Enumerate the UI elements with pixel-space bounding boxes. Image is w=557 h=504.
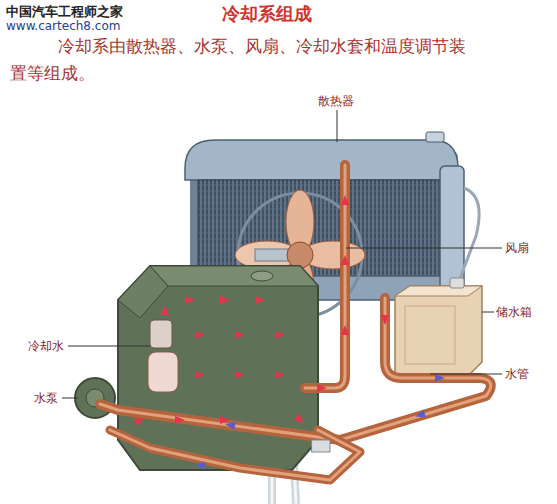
reservoir-top bbox=[395, 286, 482, 296]
flow-arrow bbox=[255, 296, 265, 304]
lower-hose-highlight bbox=[100, 298, 491, 440]
diagram-title: 冷却系组成 bbox=[222, 2, 312, 26]
flow-arrow bbox=[185, 296, 195, 304]
leader-line bbox=[482, 312, 494, 313]
flow-arrow bbox=[235, 371, 245, 379]
engine-top bbox=[150, 266, 318, 286]
part-label: 风扇 bbox=[505, 240, 529, 257]
flow-arrow bbox=[175, 416, 185, 424]
part-label: 水泵 bbox=[34, 390, 58, 407]
upper-hose bbox=[305, 165, 345, 388]
fan-hub bbox=[287, 242, 313, 268]
leader-line bbox=[62, 398, 78, 399]
flow-arrow bbox=[341, 325, 349, 335]
flow-arrow bbox=[275, 331, 285, 339]
reservoir-cap bbox=[450, 278, 464, 288]
flow-arrow bbox=[294, 414, 307, 427]
reservoir bbox=[395, 278, 482, 376]
flow-arrow bbox=[194, 460, 205, 470]
flow-arrow bbox=[317, 384, 327, 392]
flow-arrow bbox=[435, 374, 445, 382]
engine-side bbox=[118, 266, 168, 318]
watermark-url: www.cartech8.com bbox=[6, 19, 120, 33]
leader-lines bbox=[62, 110, 502, 398]
filler-cap bbox=[251, 271, 273, 281]
flow-arrow bbox=[341, 195, 349, 205]
part-label: 冷却水 bbox=[28, 338, 64, 355]
radiator-side-tank bbox=[440, 166, 464, 292]
flow-arrow bbox=[235, 331, 245, 339]
thermostat bbox=[148, 352, 178, 392]
leader-line bbox=[337, 110, 338, 142]
lower-hose bbox=[100, 298, 491, 440]
hot-flow-arrows bbox=[134, 195, 389, 426]
upper-hose-highlight bbox=[305, 165, 345, 388]
part-label: 储水箱 bbox=[496, 304, 532, 321]
hose-clamp bbox=[312, 440, 330, 452]
part-label: 散热器 bbox=[318, 93, 354, 110]
flow-arrow bbox=[275, 371, 285, 379]
watermark: 中国汽车工程师之家 bbox=[6, 3, 123, 21]
overflow-hose bbox=[458, 188, 479, 284]
flow-arrow bbox=[134, 414, 147, 426]
return-flow-arrows bbox=[194, 374, 445, 470]
leader-line bbox=[68, 346, 150, 347]
flow-arrow bbox=[220, 416, 230, 424]
heater-return bbox=[110, 430, 360, 480]
flow-arrow bbox=[195, 331, 205, 339]
part-label: 水管 bbox=[505, 366, 529, 383]
flow-arrow bbox=[195, 371, 205, 379]
sensor bbox=[150, 320, 172, 348]
reservoir-level bbox=[405, 306, 455, 364]
engine-block bbox=[75, 266, 318, 470]
radiator-core bbox=[198, 180, 442, 278]
leader-line bbox=[346, 248, 502, 249]
flow-arrow bbox=[414, 410, 426, 420]
engine-body bbox=[118, 266, 318, 470]
heater-return-highlight bbox=[110, 430, 360, 480]
flow-arrow bbox=[161, 305, 169, 315]
flow-arrow bbox=[341, 255, 349, 265]
radiator-cap bbox=[426, 132, 444, 142]
flow-arrow bbox=[224, 420, 235, 429]
flow-arrow bbox=[381, 315, 389, 325]
flow-arrow bbox=[220, 296, 230, 304]
pipes bbox=[100, 165, 491, 480]
description-note: 冷却系由散热器、水泵、风扇、冷却水套和温度调节装置等组成。 bbox=[10, 33, 480, 87]
radiator-top-tank bbox=[185, 140, 458, 180]
reservoir-body bbox=[395, 286, 482, 376]
leader-line bbox=[430, 374, 502, 375]
